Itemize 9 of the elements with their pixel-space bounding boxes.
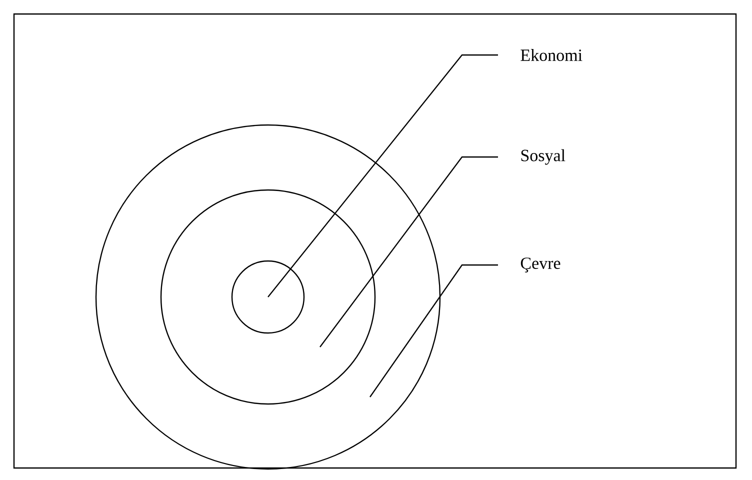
part-label: Ekonomi [520, 49, 582, 61]
leader-line [320, 156, 498, 348]
leader-line [268, 54, 498, 298]
circle [231, 260, 305, 334]
circle [95, 124, 441, 470]
circle [160, 189, 376, 405]
part-label: Sosyal [521, 149, 566, 165]
leader-line [370, 264, 498, 398]
part-label: Çevre [520, 258, 560, 272]
